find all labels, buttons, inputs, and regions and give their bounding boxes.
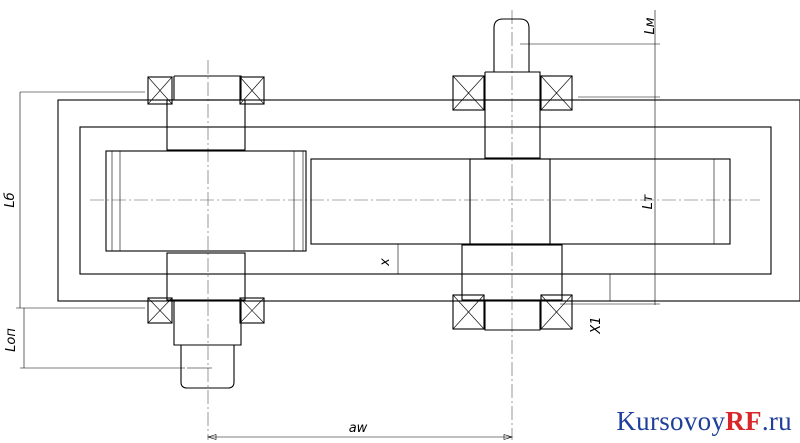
gear-hub-lower	[461, 244, 563, 301]
pinion-chamfer-right	[293, 150, 304, 252]
dimension-lm	[520, 10, 660, 100]
dimension-lop	[20, 308, 185, 369]
output-shaft-end	[493, 18, 530, 72]
pinion-chamfer-left	[111, 150, 121, 252]
label-lop: Lоп	[4, 328, 19, 352]
label-x1: X1	[589, 316, 604, 334]
site-watermark: KursovoyRF.ru	[616, 406, 792, 437]
dimension-lt	[560, 100, 660, 305]
label-x: x	[378, 258, 393, 267]
watermark-part1: Kursovoy	[616, 406, 726, 436]
output-shaft-lower	[484, 300, 541, 331]
dimension-lb	[16, 91, 145, 309]
input-shaft-output	[180, 345, 235, 389]
bearing-input-bottom-left	[147, 297, 173, 324]
bearing-input-bottom-right	[239, 297, 265, 324]
input-shaft-top	[173, 75, 242, 100]
label-lm: Lм	[643, 17, 658, 34]
dimension-aw	[206, 434, 514, 440]
bearing-output-bottom-right	[540, 294, 573, 330]
label-aw: aw	[349, 421, 368, 436]
input-shaft-lower	[166, 252, 246, 301]
label-lt: Lт	[641, 194, 656, 209]
bearing-output-top-left	[452, 75, 485, 111]
output-shaft-upper	[484, 99, 541, 159]
pinion	[105, 150, 307, 252]
bearing-output-top-right	[540, 75, 573, 111]
input-shaft-end	[173, 300, 242, 346]
bearing-input-top-left	[147, 76, 173, 105]
bearing-input-top-right	[239, 76, 265, 105]
label-lb: Lб	[3, 192, 18, 207]
housing-outer	[57, 99, 800, 302]
watermark-part3: .ru	[761, 406, 792, 436]
bearing-output-bottom-left	[452, 294, 485, 330]
watermark-part2: RF	[725, 406, 762, 436]
housing-inner	[79, 126, 772, 275]
wheel-gear	[310, 158, 731, 245]
input-shaft-upper	[166, 99, 246, 151]
wheel-hub	[469, 158, 551, 245]
output-shaft-collar	[484, 71, 541, 100]
